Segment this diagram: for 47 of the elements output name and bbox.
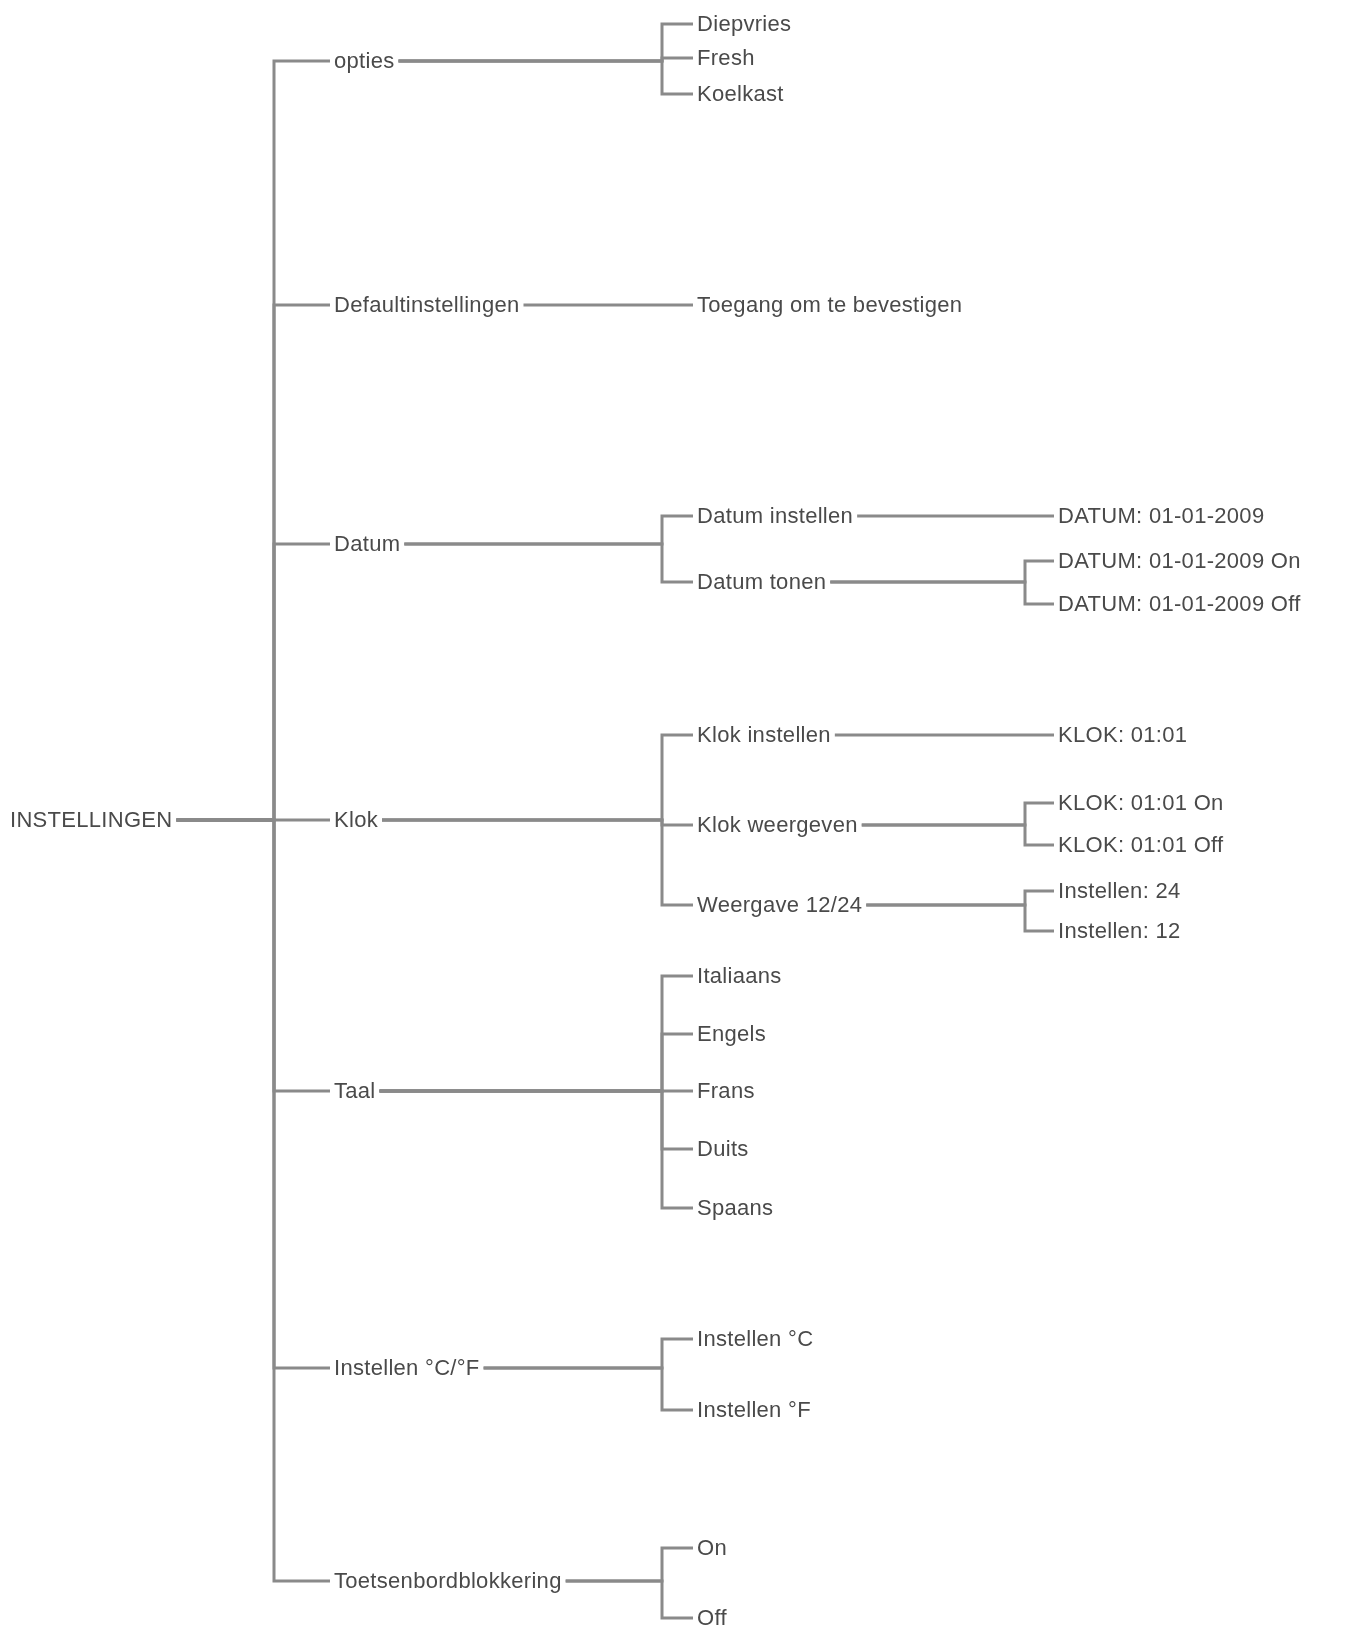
tree-connector [523, 303, 693, 307]
tree-connector [857, 514, 1054, 518]
menu-item-label: Toegang om te bevestigen [697, 292, 963, 318]
tree-connector [404, 542, 693, 584]
tree-connector [398, 59, 693, 96]
menu-item-label: Klok weergeven [697, 812, 858, 838]
menu-item-label: Koelkast [697, 81, 784, 107]
menu-item-label: Datum tonen [697, 569, 827, 595]
menu-item-label: Duits [697, 1136, 749, 1162]
menu-item-label: KLOK: 01:01 On [1058, 790, 1224, 816]
menu-item-label: Defaultinstellingen [334, 292, 520, 318]
tree-connector [379, 1089, 693, 1210]
menu-item-label: Klok [334, 807, 378, 833]
menu-item-label: Fresh [697, 45, 755, 71]
menu-item-label: Toetsenbordblokkering [334, 1568, 562, 1594]
menu-item-label: Frans [697, 1078, 755, 1104]
menu-item-label: DATUM: 01-01-2009 [1058, 503, 1265, 529]
menu-item-label: Instellen: 24 [1058, 878, 1181, 904]
menu-item-label: Instellen °F [697, 1397, 811, 1423]
menu-item-label: INSTELLINGEN [10, 807, 173, 833]
tree-connector [866, 903, 1054, 933]
tree-connector [565, 1579, 693, 1620]
menu-item-label: DATUM: 01-01-2009 On [1058, 548, 1301, 574]
menu-item-label: KLOK: 01:01 [1058, 722, 1188, 748]
tree-connector [834, 733, 1054, 737]
tree-connector [483, 1366, 693, 1412]
menu-item-label: On [697, 1535, 727, 1561]
menu-item-label: Spaans [697, 1195, 774, 1221]
menu-item-label: Instellen °C [697, 1326, 814, 1352]
menu-item-label: Klok instellen [697, 722, 831, 748]
tree-connector [176, 818, 330, 1583]
menu-item-label: Off [697, 1605, 727, 1631]
menu-item-label: Taal [334, 1078, 376, 1104]
menu-item-label: Instellen: 12 [1058, 918, 1181, 944]
menu-item-label: Instellen °C/°F [334, 1355, 480, 1381]
menu-item-label: KLOK: 01:01 Off [1058, 832, 1224, 858]
menu-item-label: Weergave 12/24 [697, 892, 863, 918]
menu-item-label: DATUM: 01-01-2009 Off [1058, 591, 1301, 617]
menu-item-label: Engels [697, 1021, 767, 1047]
menu-item-label: Datum instellen [697, 503, 854, 529]
menu-item-label: Diepvries [697, 11, 792, 37]
tree-connector [382, 818, 693, 907]
tree-connector [830, 580, 1054, 606]
menu-item-label: Datum [334, 531, 401, 557]
menu-item-label: Italiaans [697, 963, 782, 989]
tree-connector [861, 823, 1054, 847]
menu-item-label: opties [334, 48, 395, 74]
